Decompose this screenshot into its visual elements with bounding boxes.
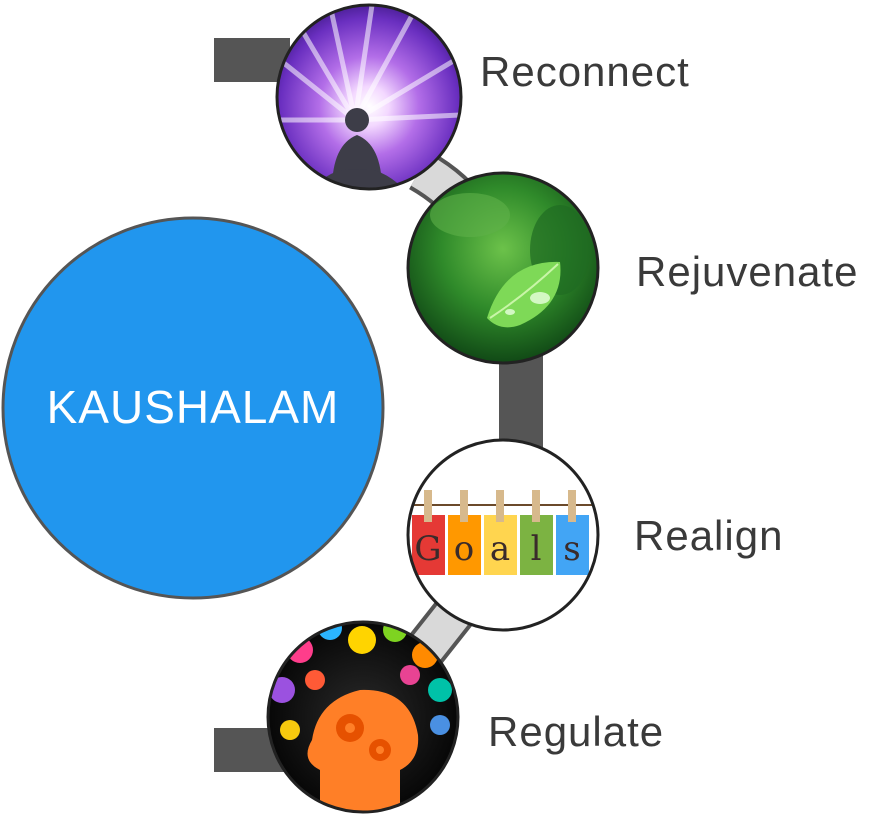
colorful-head-gears-image [266, 620, 460, 814]
step-label-rejuvenate: Rejuvenate [636, 248, 859, 295]
kaushalam-label-box: KAUSHALAM [3, 380, 383, 440]
goals-letter: o [454, 529, 474, 569]
center-label: KAUSHALAM [46, 381, 340, 433]
step-label-realign: Realign [634, 512, 784, 559]
goals-letters-image: G o a l s [406, 438, 600, 632]
green-leaf-image [406, 171, 600, 365]
goals-letter: l [531, 529, 542, 569]
step-label-regulate: Regulate [488, 708, 665, 755]
goals-letter: s [563, 529, 580, 569]
meditation-light-image [275, 3, 463, 191]
step-label-reconnect: Reconnect [480, 48, 690, 95]
goals-letter: a [490, 529, 510, 569]
kaushalam-circle [1, 216, 385, 600]
goals-letter: G [414, 529, 441, 569]
